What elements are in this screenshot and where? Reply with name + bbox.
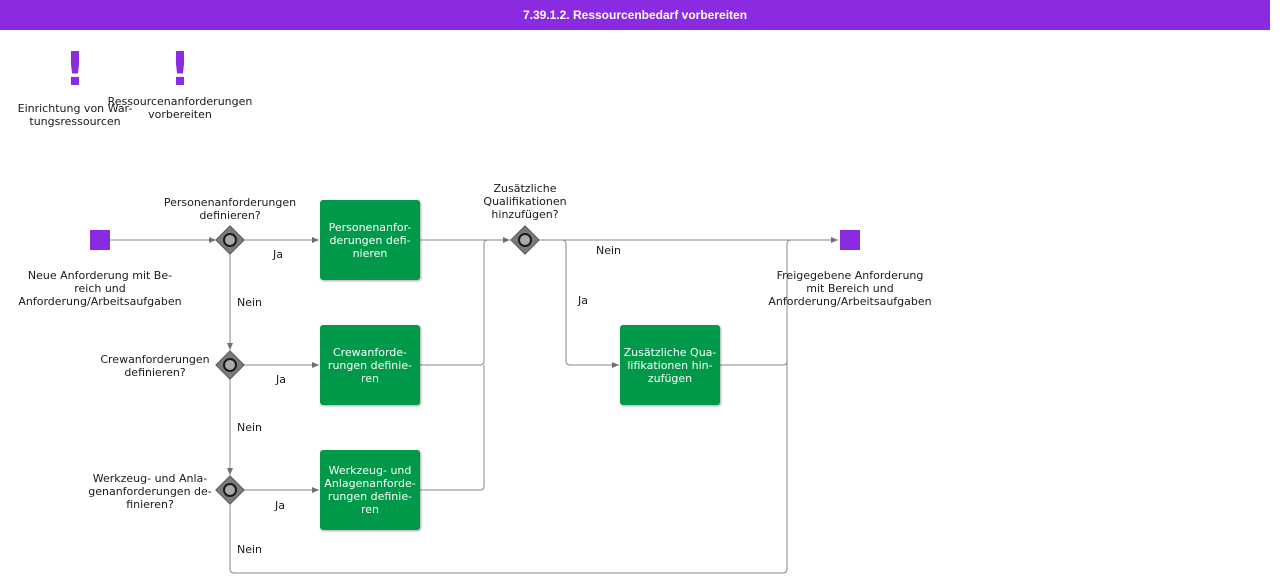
flow-t3-to-g4 bbox=[420, 365, 485, 491]
edge-label-g3-no: Nein bbox=[237, 543, 263, 556]
gateway-personen[interactable] bbox=[215, 225, 245, 255]
start-event[interactable] bbox=[90, 230, 110, 250]
flow-t2-to-g4 bbox=[420, 239, 489, 366]
gateway-label-qualifikationen: Zusätzliche Qualifikationen hinzufügen? bbox=[483, 182, 567, 221]
flow-g4-yes bbox=[561, 239, 619, 368]
task-qualifikationen[interactable]: Zusätzliche Qua- lifikationen hin- zufüg… bbox=[620, 325, 720, 405]
task-werkzeuganforderungen[interactable]: Werkzeug- und Anlagenanforde- rungen def… bbox=[320, 450, 420, 530]
edge-label-g4-no: Nein bbox=[596, 244, 622, 257]
gateway-label-crew: Crewanforderungen definieren? bbox=[100, 353, 210, 379]
gateway-label-personen: Personenanforderungen definieren? bbox=[163, 196, 297, 222]
gateway-crew[interactable] bbox=[215, 350, 245, 380]
gateway-qualifikationen[interactable] bbox=[510, 225, 540, 255]
end-event-label: Freigegebene Anforderung mit Bereich und… bbox=[768, 269, 932, 308]
edge-label-g4-yes: Ja bbox=[578, 294, 588, 307]
task-crewanforderungen[interactable]: Crewanforde- rungen definie- ren bbox=[320, 325, 420, 405]
flow-g3-no bbox=[229, 239, 792, 574]
gateway-label-werkzeug: Werkzeug- und Anla- genanforderungen de-… bbox=[88, 472, 212, 511]
reference-label-wartungsressourcen: Einrichtung von War- tungsressourcen bbox=[17, 102, 133, 128]
flow-t4-to-end bbox=[720, 244, 788, 366]
edge-label-g1-no: Nein bbox=[237, 296, 263, 309]
exclamation-icon[interactable]: ! bbox=[64, 42, 86, 96]
gateway-werkzeug[interactable] bbox=[215, 475, 245, 505]
reference-label-ressourcenanforderungen: Ressourcenanforderungen vorbereiten bbox=[107, 95, 253, 121]
edge-label-g1-yes: Ja bbox=[273, 248, 283, 261]
diagram-title: 7.39.1.2. Ressourcenbedarf vorbereiten bbox=[0, 0, 1270, 30]
end-event[interactable] bbox=[840, 230, 860, 250]
edge-label-g3-yes: Ja bbox=[275, 499, 285, 512]
task-personenanforderungen[interactable]: Personenanfor- derungen defi- nieren bbox=[320, 200, 420, 280]
edge-label-g2-no: Nein bbox=[237, 421, 263, 434]
exclamation-icon[interactable]: ! bbox=[169, 42, 191, 96]
start-event-label: Neue Anforderung mit Be- reich und Anfor… bbox=[18, 269, 182, 308]
edge-label-g2-yes: Ja bbox=[276, 373, 286, 386]
title-text: 7.39.1.2. Ressourcenbedarf vorbereiten bbox=[522, 8, 748, 22]
